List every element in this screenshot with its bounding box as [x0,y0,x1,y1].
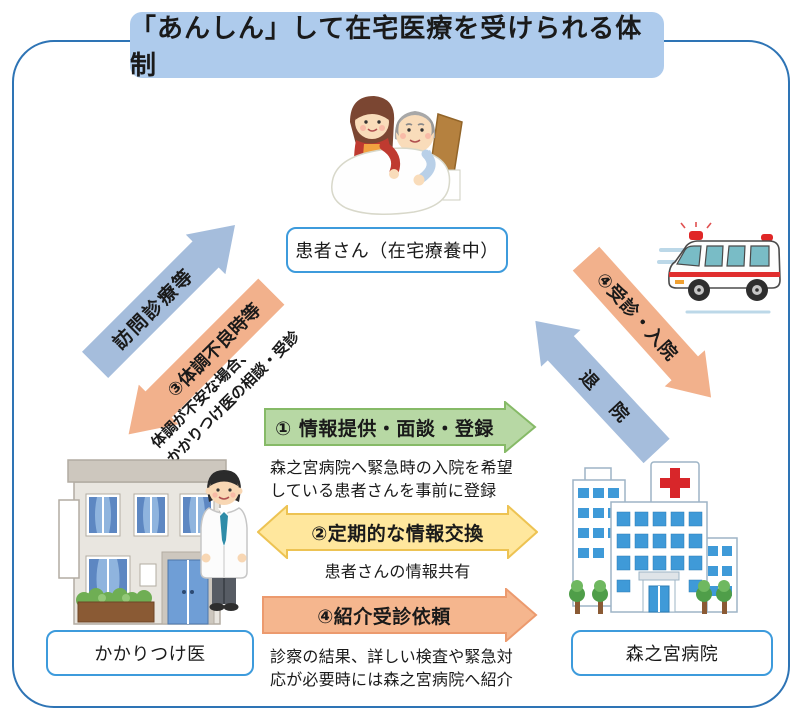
arrow-register-label: ① 情報提供・面談・登録 [275,417,494,440]
clinic-with-doctor-icon [58,459,248,625]
arrow-exchange-label: ②定期的な情報交換 [311,522,484,545]
referral-note-line2: 応が必要時には森之宮病院へ紹介 [270,670,514,690]
patient-label: 患者さん（在宅療養中） [286,227,508,273]
doctor [200,470,248,611]
hospital-label: 森之宮病院 [571,630,773,676]
doctor-label: かかりつけ医 [46,630,254,676]
referral-note: 診察の結果、詳しい検査や緊急対 応が必要時には森之宮病院へ紹介 [270,645,538,691]
arrow-register-shape [264,401,537,453]
register-note-line1: 森之宮病院へ緊急時の入院を希望 [270,458,514,477]
page-title: 「あんしん」して在宅医療を受けられる体制 [130,12,664,81]
hospital-building-icon [569,461,738,614]
clinic-hedge [76,588,155,623]
red-cross-icon [660,468,690,498]
arrow-exchange-shape [257,505,538,559]
arrow-referral-shape [262,588,538,642]
patient-in-bed-icon [331,96,463,215]
register-note: 森之宮病院へ緊急時の入院を希望 している患者さんを事前に登録 [270,456,534,502]
ambulance-icon [657,222,781,314]
trees [569,580,732,614]
clinic-upper-windows [85,493,215,537]
referral-note-line1: 診察の結果、詳しい検査や緊急対 [270,647,514,666]
arrow-referral-label: ④紹介受診依頼 [317,605,451,628]
register-note-line2: している患者さんを事前に登録 [270,481,497,501]
exchange-note: 患者さんの情報共有 [324,562,471,581]
main-windows [616,511,703,593]
